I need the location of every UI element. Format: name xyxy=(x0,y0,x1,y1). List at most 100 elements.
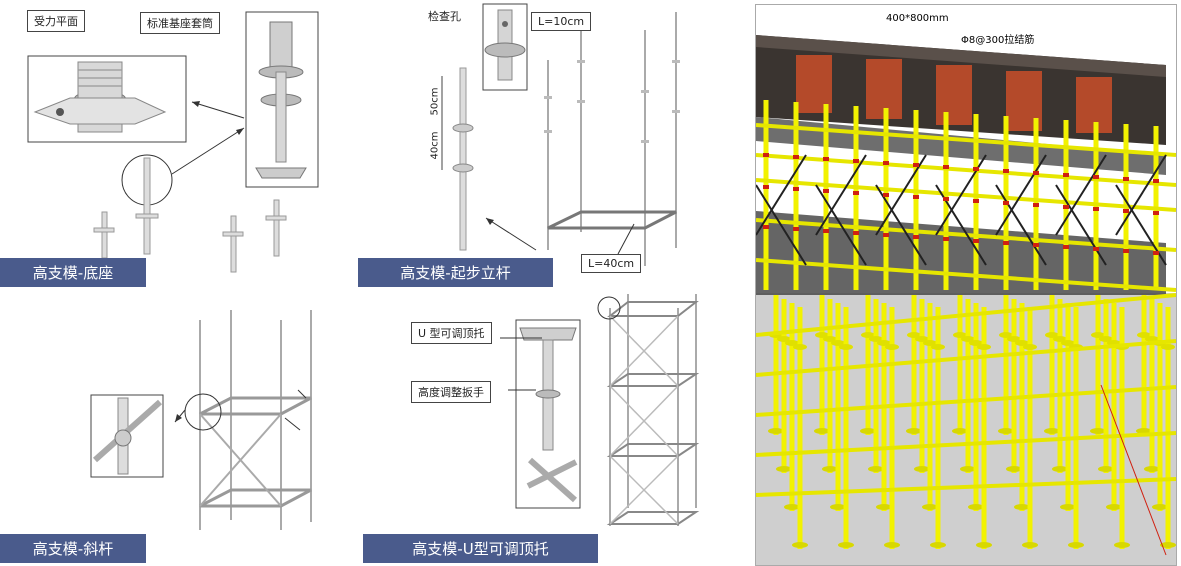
connector xyxy=(913,195,919,199)
base-plate xyxy=(960,466,976,472)
diagonal-brace xyxy=(875,184,927,266)
base-plate xyxy=(768,428,784,434)
base-plate xyxy=(968,504,984,510)
diagonal-brace xyxy=(815,154,867,236)
arrow-to-detail xyxy=(191,101,245,119)
base-plate xyxy=(1060,504,1076,510)
panel-title-base: 高支模-底座 xyxy=(0,258,146,287)
base-plate xyxy=(1152,504,1168,510)
connector xyxy=(1153,251,1159,255)
connector xyxy=(1063,173,1069,177)
rosette xyxy=(1015,340,1029,346)
connector xyxy=(973,199,979,203)
utop-drawing xyxy=(500,294,700,526)
diagonal-brace xyxy=(815,184,867,266)
rosette xyxy=(1145,336,1159,342)
base-plate xyxy=(1044,428,1060,434)
base-plate xyxy=(1098,466,1114,472)
connector xyxy=(943,165,949,169)
base-plate xyxy=(1006,466,1022,472)
base-plate xyxy=(1114,542,1130,548)
rosette xyxy=(839,344,853,350)
panel-title-utop: 高支模-U型可调顶托 xyxy=(363,534,598,563)
connector xyxy=(793,155,799,159)
scaffold-ledger xyxy=(756,293,1176,337)
rosette xyxy=(815,332,829,338)
connector xyxy=(823,189,829,193)
connector xyxy=(823,157,829,161)
base-plate xyxy=(1014,504,1030,510)
callout-u-head: U 型可调顶托 xyxy=(411,322,492,344)
base-plate xyxy=(1068,542,1084,548)
connector xyxy=(793,227,799,231)
rosette xyxy=(969,340,983,346)
panel-utop: U 型可调顶托 高度调整扳手 高支模-U型可调顶托 xyxy=(350,290,745,566)
base-drawing xyxy=(27,11,319,273)
callout-height-wrench: 高度调整扳手 xyxy=(411,381,491,403)
scaffold-ledger xyxy=(756,123,1176,157)
connector xyxy=(853,191,859,195)
connector xyxy=(1153,179,1159,183)
connector xyxy=(1003,241,1009,245)
rosette xyxy=(823,336,837,342)
base-plate xyxy=(838,542,854,548)
rosette xyxy=(923,340,937,346)
base-plate xyxy=(1090,428,1106,434)
rosette xyxy=(861,332,875,338)
base-plate xyxy=(922,504,938,510)
panel-title-starter: 高支模-起步立杆 xyxy=(358,258,553,287)
base-plate xyxy=(884,542,900,548)
rosette xyxy=(1053,336,1067,342)
callout-standard-base-sleeve: 标准基座套筒 xyxy=(140,12,220,34)
connector xyxy=(1123,177,1129,181)
diagonal-brace xyxy=(1115,154,1167,236)
base-plate xyxy=(1160,542,1176,548)
connector xyxy=(763,225,769,229)
rosette xyxy=(1161,344,1175,350)
base-plate xyxy=(814,428,830,434)
connector xyxy=(1123,209,1129,213)
connector xyxy=(943,197,949,201)
scaffold-ledger xyxy=(756,477,1176,497)
rosette xyxy=(1137,332,1151,338)
diagonal-brace xyxy=(995,154,1047,236)
connector xyxy=(793,187,799,191)
base-plate xyxy=(952,428,968,434)
connector xyxy=(883,233,889,237)
connector xyxy=(1003,169,1009,173)
base-plate xyxy=(930,542,946,548)
base-plate xyxy=(1022,542,1038,548)
scaffold-ledger xyxy=(756,178,1176,212)
panel-base: 受力平面 标准基座套筒 高支模-底座 xyxy=(0,0,345,290)
diagonal-brace xyxy=(756,184,807,266)
connector xyxy=(853,231,859,235)
diagonal-brace xyxy=(1055,184,1107,266)
rosette xyxy=(785,340,799,346)
connector xyxy=(883,193,889,197)
rosette xyxy=(1061,340,1075,346)
scaffold-ledger xyxy=(756,431,1176,457)
connector xyxy=(1093,175,1099,179)
scaffold-ledger xyxy=(756,218,1176,252)
connector xyxy=(1033,203,1039,207)
diagonal-brace xyxy=(1055,154,1107,236)
rosette xyxy=(1023,344,1037,350)
rosette xyxy=(907,332,921,338)
diagonal-brace xyxy=(756,154,807,236)
connector xyxy=(1033,243,1039,247)
rosette xyxy=(885,344,899,350)
connector xyxy=(913,163,919,167)
base-plate xyxy=(868,466,884,472)
rosette xyxy=(1099,336,1113,342)
dimension-40cm: 40cm xyxy=(429,131,441,160)
annotation-beam-size: 400*800mm xyxy=(886,13,949,24)
connector xyxy=(1093,247,1099,251)
base-plate xyxy=(1052,466,1068,472)
base-plate xyxy=(822,466,838,472)
base-plate xyxy=(830,504,846,510)
base-plate xyxy=(1106,504,1122,510)
diagonal-drawing xyxy=(90,310,312,530)
connector xyxy=(763,185,769,189)
rosette xyxy=(915,336,929,342)
panel-render: 400*800mm Φ8@300拉结筋 xyxy=(755,4,1177,566)
